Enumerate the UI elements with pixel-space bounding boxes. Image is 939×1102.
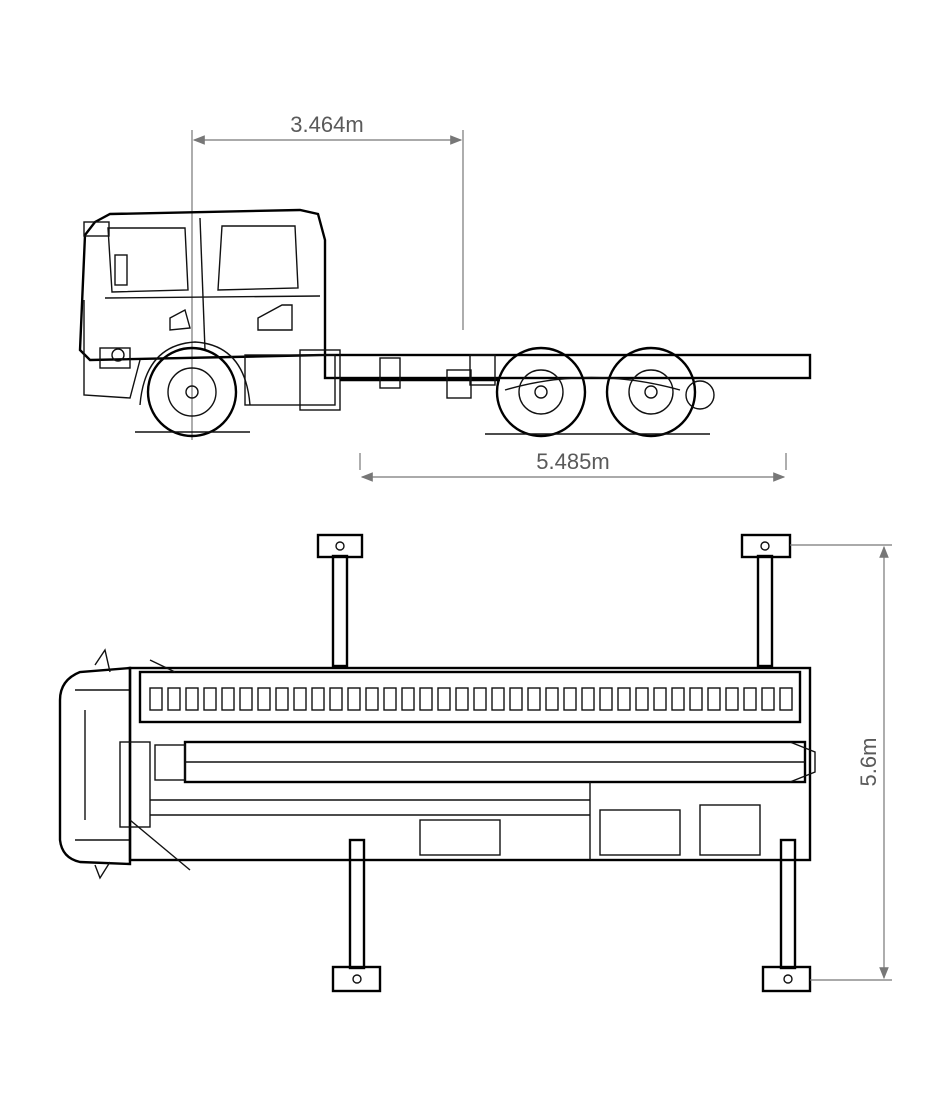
lattice-cell xyxy=(383,687,397,711)
lattice-cell xyxy=(743,687,757,711)
dimension-outrigger-span: 5.6m xyxy=(790,544,892,981)
lattice-cell xyxy=(473,687,487,711)
lattice-cell xyxy=(689,687,703,711)
dimension-label-5485: 5.485m xyxy=(536,449,609,474)
lattice-cell xyxy=(617,687,631,711)
lattice-cell xyxy=(329,687,343,711)
lattice-cell xyxy=(221,687,235,711)
rear-wheel-2 xyxy=(605,346,697,438)
outrigger-rear-right xyxy=(761,838,812,993)
cab-window-rear xyxy=(217,225,299,291)
lattice-cell xyxy=(725,687,739,711)
dimension-cab-to-axle: 3.464m xyxy=(191,112,464,440)
lattice-cell xyxy=(185,687,199,711)
outrigger-front-left xyxy=(316,533,364,668)
lattice-cell xyxy=(599,687,613,711)
chassis-side xyxy=(244,349,812,411)
dimension-label-3464: 3.464m xyxy=(290,112,363,137)
outrigger-rear-left xyxy=(740,533,792,668)
rear-wheel-1 xyxy=(495,346,587,438)
lattice-cell xyxy=(779,687,793,711)
side-view: 3.464m xyxy=(78,112,812,482)
front-wheel xyxy=(135,341,251,438)
lattice-cell xyxy=(509,687,523,711)
lattice-cell xyxy=(653,687,667,711)
lattice-cell xyxy=(707,687,721,711)
truck-cab-top xyxy=(58,648,132,880)
lattice-cell xyxy=(239,687,253,711)
lattice-cell xyxy=(581,687,595,711)
truck-body-top xyxy=(119,659,816,871)
lattice-cell xyxy=(149,687,163,711)
lattice-cell xyxy=(203,687,217,711)
lattice-cell xyxy=(437,687,451,711)
lattice-cell xyxy=(365,687,379,711)
outrigger-front-right xyxy=(331,838,382,993)
lattice-cell xyxy=(293,687,307,711)
lattice-cell xyxy=(761,687,775,711)
lattice-cell xyxy=(671,687,685,711)
top-view: 5.6m xyxy=(58,533,892,993)
lattice-cell xyxy=(347,687,361,711)
dimension-chassis-length: 5.485m xyxy=(359,449,787,482)
lattice-cell xyxy=(491,687,505,711)
boom-lattice xyxy=(138,670,802,724)
lattice-cell xyxy=(167,687,181,711)
lattice-cell xyxy=(311,687,325,711)
lattice-cell xyxy=(527,687,541,711)
lattice-cell xyxy=(257,687,271,711)
truck-cab-side xyxy=(78,208,327,399)
lattice-cell xyxy=(401,687,415,711)
dimension-label-56: 5.6m xyxy=(856,738,881,787)
lattice-cell xyxy=(635,687,649,711)
lattice-cell xyxy=(455,687,469,711)
lattice-cell xyxy=(275,687,289,711)
lattice-cell xyxy=(545,687,559,711)
cab-window-front xyxy=(107,227,189,293)
lattice-cell xyxy=(419,687,433,711)
spare-reel xyxy=(685,380,715,410)
lattice-cell xyxy=(563,687,577,711)
